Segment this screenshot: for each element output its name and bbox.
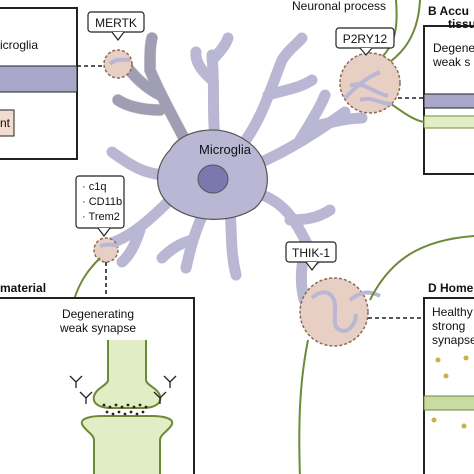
thik1-process-tip (310, 290, 358, 333)
p2ry12-zoom-circle (339, 52, 401, 114)
thik1-label-pointer (305, 261, 319, 271)
synaptic-vesicles (102, 403, 148, 416)
receptor-zoom-circle (93, 237, 119, 263)
p2ry12-zoom: P2RY12 (335, 27, 401, 114)
panel-b: B Accu tissu Degene weak s (423, 4, 474, 175)
microglia-label: Microglia (199, 142, 252, 157)
panel-c-text-2: weak synapse (59, 321, 136, 335)
panel-d-text-2: strong (432, 319, 465, 333)
panel-d-dot (443, 373, 449, 379)
microglia-cell (102, 32, 368, 311)
microglia-nucleus (197, 164, 229, 194)
panel-d-dot (463, 355, 469, 361)
receptor-process-tip (99, 242, 119, 248)
panel-d-dot (431, 417, 437, 423)
postsynaptic-terminal (80, 415, 174, 474)
panel-b-text-1: Degene (433, 41, 474, 55)
p2ry12-label-pointer (359, 47, 373, 56)
thik1-neuron-line-2 (369, 235, 474, 301)
panel-a-label: icroglia (0, 38, 38, 52)
thik1-label: THIK-1 (292, 246, 330, 260)
microglia-process-outline (112, 32, 196, 156)
mertk-zoom: MERTK (87, 11, 145, 79)
panel-d-text-1: Healthy (432, 305, 473, 319)
panel-d-neuron-band (423, 395, 474, 411)
complement-tags (69, 375, 177, 404)
panel-d-title: D Home (428, 281, 474, 295)
mertk-process-tip (108, 57, 131, 66)
panel-c-title: material (0, 281, 46, 295)
panel-b-title-2: tissu (448, 17, 474, 31)
presynaptic-terminal (92, 340, 162, 409)
panel-d-text-3: synapse (432, 333, 474, 347)
panel-b-text-2: weak s (432, 55, 470, 69)
p2ry12-label: P2RY12 (343, 32, 388, 46)
panel-a-label-2: nt (0, 116, 11, 130)
receptor-callout: · c1q · CD11b · Trem2 (73, 175, 125, 301)
panel-c-text-1: Degenerating (62, 307, 134, 321)
receptor-label-pointer (97, 227, 111, 237)
mertk-label-pointer (111, 31, 125, 41)
receptor-trem2: · Trem2 (82, 211, 120, 223)
panel-c: material Degenerating weak synapse (0, 281, 195, 474)
panel-a: icroglia nt (0, 7, 78, 160)
p2ry12-process-tips (343, 70, 393, 106)
panel-a-small-box (0, 109, 15, 137)
thik1-zoom: THIK-1 (285, 235, 474, 474)
panel-a-band (0, 65, 78, 93)
panel-d: D Home Healthy strong synapse (423, 281, 474, 474)
panel-b-band (423, 93, 474, 109)
neuronal-process-label: Neuronal process (292, 0, 386, 13)
receptor-c1q: · c1q (82, 181, 106, 193)
mertk-label: MERTK (95, 16, 137, 30)
panel-d-dot (461, 423, 467, 429)
receptor-cd11b: · CD11b (82, 196, 122, 208)
receptor-neuron-line (73, 257, 101, 301)
mertk-zoom-circle (103, 49, 133, 79)
panel-d-dot (435, 357, 441, 363)
panel-b-title: B Accu (428, 4, 469, 18)
thik1-neuron-line (298, 339, 309, 474)
thik1-process-tip-2 (348, 290, 381, 302)
panel-b-neuron-band (423, 115, 474, 129)
panel-d-box (423, 297, 474, 474)
